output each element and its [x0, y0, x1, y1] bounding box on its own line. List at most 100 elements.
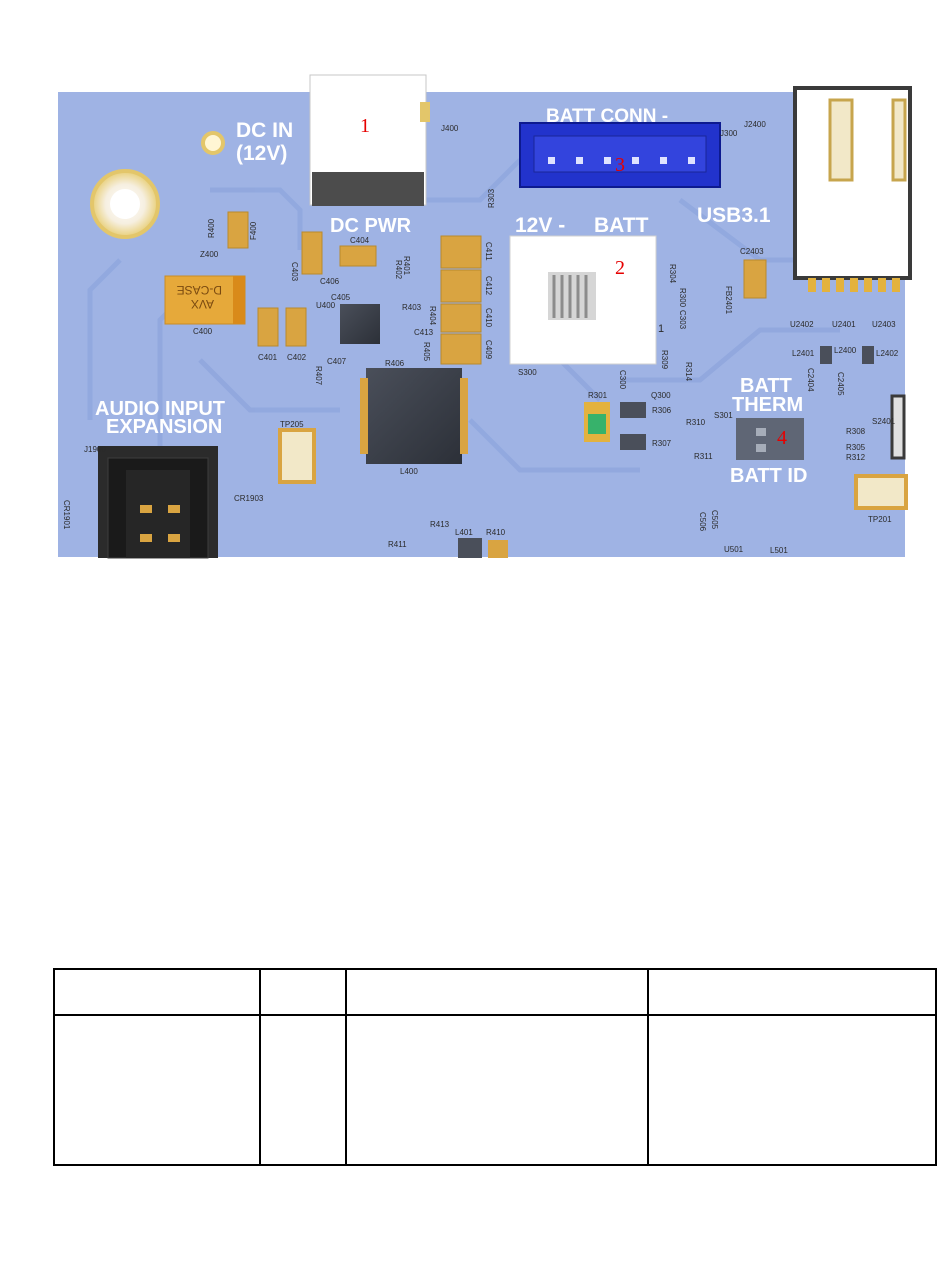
table-header-cell [647, 968, 937, 1016]
label-batt-therm-1: BATT [740, 375, 792, 397]
ic-u400 [340, 304, 380, 344]
small-components [458, 346, 874, 558]
label-batt-id: BATT ID [730, 465, 807, 487]
refdes-l401: L401 [455, 528, 473, 537]
refdes-j300: J300 [720, 129, 738, 138]
refdes-c300: C300 [618, 370, 627, 390]
refdes-r413: R413 [430, 520, 450, 529]
label-batt-therm-2: THERM [732, 394, 803, 416]
refdes-c411: C411 [484, 242, 493, 261]
refdes-cr1901: CR1901 [62, 500, 71, 530]
refdes-r314: R314 [684, 362, 693, 382]
refdes-r309: R309 [660, 350, 669, 370]
refdes-r301: R301 [588, 391, 608, 400]
tantalum-capacitor [164, 275, 246, 325]
refdes-u501: U501 [724, 545, 744, 554]
refdes-r300: R300 [678, 288, 687, 308]
table-header-cell [259, 968, 347, 1016]
refdes-l2402: L2402 [876, 349, 899, 358]
callout-2: 2 [615, 257, 625, 279]
refdes-c407: C407 [327, 357, 347, 366]
table-header-cell [345, 968, 649, 1016]
refdes-r308: R308 [846, 427, 866, 436]
refdes-c413: C413 [414, 328, 434, 337]
usb-connector [793, 86, 912, 292]
table-row [53, 1014, 937, 1166]
refdes-labels: J400 J300 J2400 R400 F400 Z400 C400 C401… [62, 120, 899, 555]
refdes-cr1903: CR1903 [234, 494, 264, 503]
refdes-c412: C412 [484, 276, 493, 296]
refdes-c2405: C2405 [836, 372, 845, 396]
refdes-r306: R306 [652, 406, 672, 415]
refdes-z400: Z400 [200, 250, 219, 259]
table-cell [345, 1014, 649, 1166]
callout-4: 4 [777, 427, 787, 449]
refdes-c400: C400 [193, 327, 213, 336]
table-header-row [53, 968, 937, 1016]
cap-marking-avx: AVX [191, 297, 214, 311]
refdes-u2403: U2403 [872, 320, 896, 329]
refdes-j400: J400 [441, 124, 459, 133]
refdes-r410: R410 [486, 528, 506, 537]
refdes-c403: C403 [290, 262, 299, 282]
refdes-r406: R406 [385, 359, 405, 368]
refdes-c506: C506 [698, 512, 707, 532]
refdes-r400: R400 [207, 218, 216, 238]
refdes-tp201: TP201 [868, 515, 892, 524]
refdes-c2403: C2403 [740, 247, 764, 256]
label-batt: BATT [594, 214, 649, 237]
refdes-tp205: TP205 [280, 420, 304, 429]
dc-jack [309, 74, 430, 206]
refdes-c2404: C2404 [806, 368, 815, 392]
refdes-c410: C410 [484, 308, 493, 328]
test-point-tp205 [278, 428, 316, 484]
refdes-l501: L501 [770, 546, 788, 555]
batt-conn-connector [519, 122, 721, 188]
refdes-r312: R312 [846, 453, 866, 462]
callout-1: 1 [360, 115, 370, 137]
refdes-j2400: J2400 [744, 120, 766, 129]
label-batt-conn: BATT CONN - [546, 106, 668, 127]
refdes-q300: Q300 [651, 391, 671, 400]
refdes-r303: R303 [487, 188, 496, 208]
batt-switch [509, 235, 657, 365]
refdes-r310: R310 [686, 418, 706, 427]
label-audio-1: AUDIO INPUT [95, 398, 225, 420]
refdes-c404: C404 [350, 236, 370, 245]
refdes-u2401: U2401 [832, 320, 856, 329]
cap-marking-dcase: D-CASE [177, 283, 222, 297]
refdes-r402: R402 [394, 260, 403, 280]
refdes-r305: R305 [846, 443, 866, 452]
refdes-s300: S300 [518, 368, 537, 377]
refdes-l2401: L2401 [792, 349, 815, 358]
label-dc-in: DC IN [236, 119, 293, 142]
refdes-r403: R403 [402, 303, 422, 312]
led-r301 [584, 402, 610, 442]
callout-3: 3 [615, 154, 625, 176]
refdes-r307: R307 [652, 439, 672, 448]
refdes-c402: C402 [287, 353, 307, 362]
refdes-c401: C401 [258, 353, 278, 362]
refdes-c505: C505 [710, 510, 719, 530]
switch-s2401 [890, 394, 906, 460]
refdes-s2401: S2401 [872, 417, 896, 426]
label-audio-2: EXPANSION [106, 416, 222, 438]
label-usb: USB3.1 [697, 204, 771, 227]
refdes-u400: U400 [316, 301, 336, 310]
refdes-r311: R311 [694, 452, 713, 461]
table-cell [259, 1014, 347, 1166]
label-dc-in-volt: (12V) [236, 142, 287, 165]
refdes-r407: R407 [314, 366, 323, 386]
refdes-r411: R411 [388, 540, 407, 549]
refdes-f400: F400 [249, 221, 258, 240]
table-header-cell [53, 968, 261, 1016]
refdes-c406: C406 [320, 277, 340, 286]
refdes-fb2401: FB2401 [724, 286, 733, 315]
label-12v: 12V - [515, 214, 565, 237]
refdes-s301: S301 [714, 411, 733, 420]
refdes-r304: R304 [668, 264, 677, 284]
refdes-c303: C303 [678, 310, 687, 330]
pcb-figure: DC IN (12V) DC PWR BATT CONN - 12V - BAT… [58, 74, 912, 559]
refdes-r405: R405 [422, 342, 431, 362]
refdes-r404: R404 [428, 306, 437, 326]
